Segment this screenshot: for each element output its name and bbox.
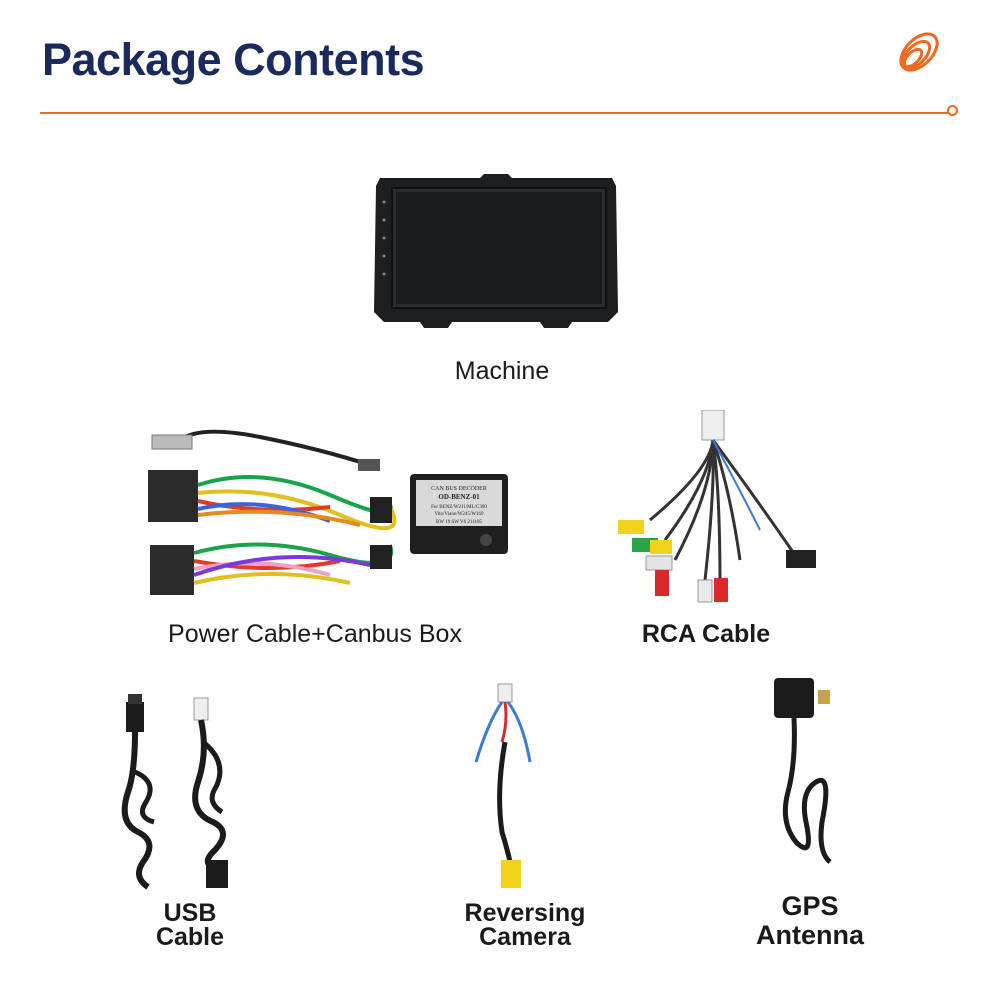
gps-antenna-label-line1: GPS [781,891,839,921]
gps-antenna-icon [774,678,832,864]
reversing-camera-label-line1: Reversing [464,899,586,927]
header-divider [40,112,950,114]
wiring-harness-icon [148,429,397,595]
machine-label: Machine [454,357,550,385]
reversing-camera-label-line2: Camera [479,923,571,951]
canbus-box-text-5: BW 19 SW V6 211105 [436,520,483,525]
power-cable-canbus-label: Power Cable+Canbus Box [168,620,462,648]
canbus-box-text-2: OD-BENZ-01 [438,493,480,501]
canbus-box-text-4: Vito/Viano/W245/W169 [434,512,484,517]
page-title: Package Contents [42,34,425,85]
reversing-camera-cable-icon [474,683,532,888]
canbus-box-text-1: CAN BUS DECODER [431,486,487,492]
usb-cable-label-line1: USB [163,899,217,927]
canbus-box-icon: CAN BUS DECODER OD-BENZ-01 For BENZ/W211… [410,474,508,554]
divider-end-dot [947,105,958,116]
rca-cable-icon [618,410,816,603]
rca-cable-label: RCA Cable [641,620,771,648]
canbus-box-text-3: For BENZ/W211/ML/C300 [431,505,487,510]
orange-spiral-logo-icon [899,32,939,72]
usb-cables-icon [121,694,228,890]
usb-cable-label-line2: Cable [155,923,225,951]
gps-antenna-label-line2: Antenna [756,920,864,950]
head-unit-screen-icon [374,174,618,328]
